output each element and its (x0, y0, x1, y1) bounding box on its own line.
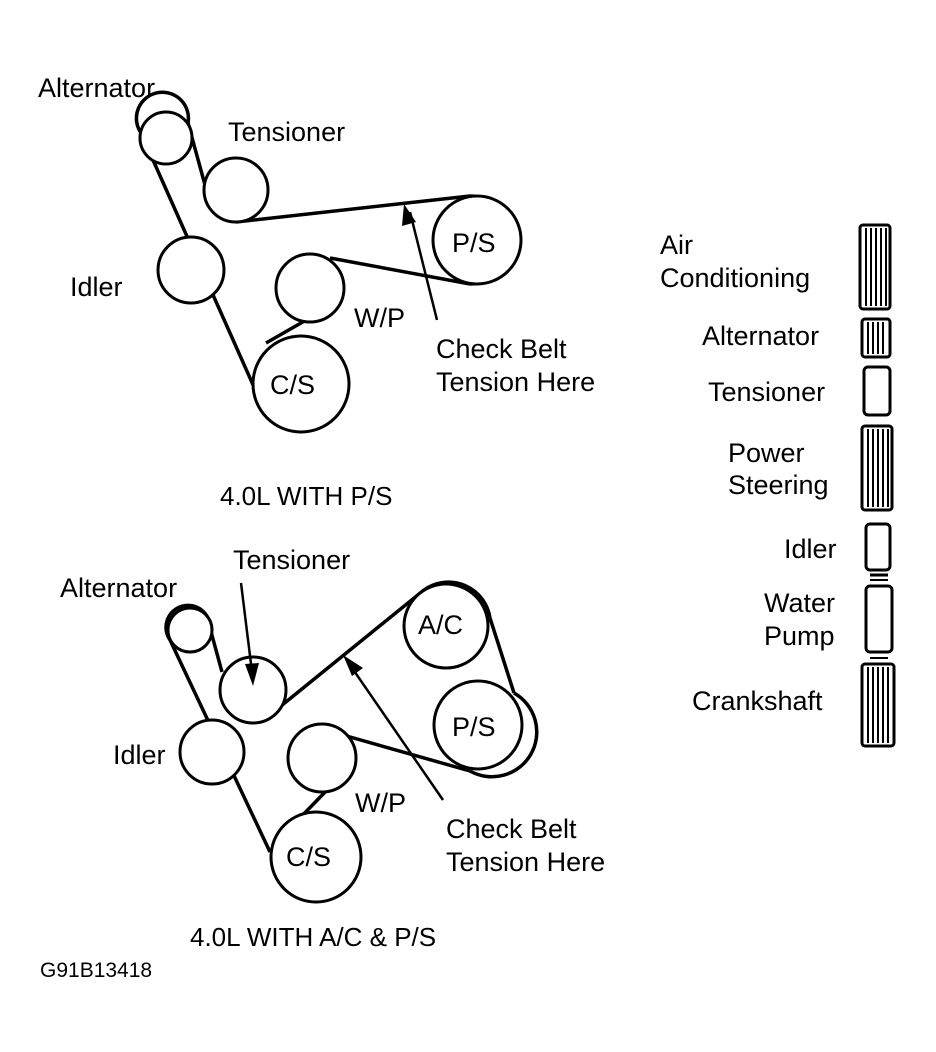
legend-label-wp-line2: Pump (764, 621, 835, 651)
legend-pulley-tensioner (862, 365, 892, 417)
belt-wrap-ps-2 (469, 691, 539, 779)
label-check-belt-2: Check Belt (446, 814, 577, 844)
label-alternator: Alternator (38, 73, 155, 103)
ac-pulley (402, 582, 490, 670)
legend-label-ps-line2: Steering (728, 470, 829, 500)
label-wp: W/P (354, 303, 405, 333)
label-tensioner: Tensioner (233, 545, 350, 575)
diagram-ac-ps: Alternator Tensioner Idler A/C P/S W/P C… (60, 545, 605, 952)
tensioner-arrowhead-2 (245, 663, 259, 686)
alternator-pulley (138, 110, 194, 166)
legend-pulley-alternator (860, 317, 892, 359)
label-check-belt-1: Check Belt (436, 334, 567, 364)
legend-label-ac-line1: Air (660, 230, 693, 260)
check-belt-arrow-2 (348, 664, 445, 801)
tensioner-arrow-2 (239, 582, 254, 673)
pulley-legend: Air Conditioning Alternator Tensioner Po… (660, 223, 896, 748)
caption-diagram-2: 4.0L WITH A/C & P/S (190, 922, 436, 952)
legend-label-tensioner: Tensioner (708, 377, 825, 407)
power-steering-pulley (431, 194, 523, 286)
power-steering-pulley (432, 679, 524, 771)
label-ps: P/S (452, 228, 496, 258)
idler-pulley (178, 718, 246, 786)
label-tension-here-1: Tension Here (436, 367, 595, 397)
reference-code: G91B13418 (40, 959, 152, 982)
belt-wrap-alternator-1 (134, 90, 191, 134)
label-wp: W/P (355, 788, 406, 818)
label-alternator: Alternator (60, 573, 177, 603)
legend-label-crankshaft: Crankshaft (692, 686, 823, 716)
legend-pulley-idler (864, 522, 892, 581)
check-belt-arrow-1 (408, 211, 439, 321)
legend-pulley-ac (858, 223, 892, 311)
legend-label-ac-line2: Conditioning (660, 263, 810, 293)
legend-label-idler: Idler (784, 534, 837, 564)
diagram-ps-only: Alternator Tensioner Idler P/S W/P C/S C… (38, 73, 595, 511)
legend-label-alternator: Alternator (702, 321, 819, 351)
legend-label-ps-line1: Power (728, 438, 805, 468)
label-ac: A/C (418, 610, 463, 640)
label-tension-here-2: Tension Here (446, 847, 605, 877)
tensioner-pulley (218, 655, 288, 725)
legend-pulley-ps (860, 424, 894, 512)
label-cs: C/S (286, 842, 331, 872)
tensioner-pulley (202, 156, 270, 224)
label-idler: Idler (113, 740, 166, 770)
label-idler: Idler (70, 272, 123, 302)
legend-pulley-crankshaft (860, 662, 896, 748)
water-pump-pulley (286, 722, 358, 794)
caption-diagram-1: 4.0L WITH P/S (220, 481, 392, 511)
crankshaft-pulley (269, 810, 363, 904)
label-tensioner: Tensioner (228, 117, 345, 147)
alternator-pulley (166, 606, 214, 654)
label-ps: P/S (452, 712, 496, 742)
idler-pulley (156, 235, 226, 305)
label-cs: C/S (270, 370, 315, 400)
legend-pulley-wp (864, 584, 894, 659)
check-belt-arrowhead-1 (402, 204, 416, 226)
water-pump-pulley (274, 252, 346, 324)
legend-label-wp-line1: Water (764, 588, 835, 618)
check-belt-arrowhead-2 (343, 655, 363, 676)
crankshaft-pulley (251, 334, 351, 434)
